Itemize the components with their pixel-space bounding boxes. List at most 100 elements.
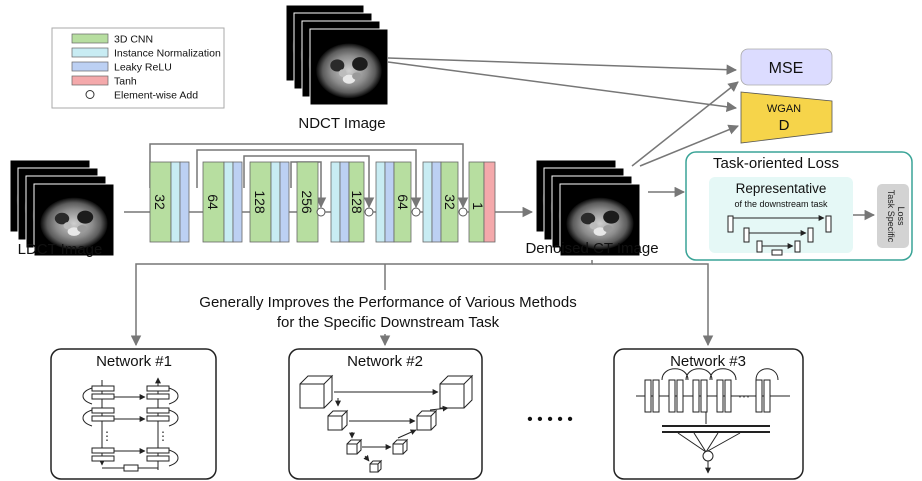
svg-text:⋮: ⋮ (101, 429, 113, 443)
arrow-ndct-to-wgan (387, 61, 738, 112)
arrow-denoised-to-mse (631, 81, 739, 167)
ct-organ (63, 222, 72, 230)
arrow-denoised-to-wgan (639, 124, 739, 167)
arrow-ndct-to-mse (387, 57, 738, 75)
layer-label-32-dec: 32 (442, 194, 458, 210)
legend-label-cnn: 3D CNN (114, 34, 153, 46)
layer-conv-32-dec (440, 161, 459, 243)
ct-organ (603, 210, 620, 224)
legend-swatch-lrelu (71, 61, 109, 72)
legend-label-inorm: Instance Normalization (114, 48, 221, 60)
network-3-diagram: ··· (636, 368, 790, 474)
network-1-diagram: ⋮ ⋮ (82, 377, 179, 472)
svg-text:⋮: ⋮ (157, 429, 169, 443)
network-2-title: Network #2 (347, 353, 423, 370)
layer-inorm-128-enc (270, 161, 281, 243)
arrow-to-network-3 (592, 263, 714, 347)
layer-lrelu-64-enc (232, 161, 243, 243)
ct-organ (342, 74, 356, 84)
network-3-title: Network #3 (670, 353, 746, 370)
layer-conv-128-dec (348, 161, 365, 243)
layer-label-256: 256 (299, 190, 315, 214)
legend-label-tanh: Tanh (114, 76, 137, 88)
representative-subtitle: of the downstream task (734, 199, 828, 209)
ct-organ (338, 69, 347, 77)
legend-swatch-tanh (71, 75, 109, 86)
layer-label-128-enc: 128 (252, 190, 268, 214)
network-2-card (288, 348, 483, 480)
caption-line-2: for the Specific Downstream Task (277, 314, 500, 331)
wgan-title: WGAN (767, 103, 801, 115)
ct-organ (67, 227, 81, 236)
legend-label-lrelu: Leaky ReLU (114, 62, 172, 74)
layer-label-32-enc: 32 (152, 194, 168, 210)
legend-add-icon (85, 90, 95, 99)
network-1-title: Network #1 (96, 353, 172, 370)
ct-body-cross-section (316, 43, 382, 99)
caption-line-1: Generally Improves the Performance of Va… (199, 294, 576, 311)
ct-organ (603, 225, 613, 233)
ndct-image-stack (285, 4, 389, 106)
add-node-1 (316, 207, 326, 217)
layer-label-64-dec: 64 (395, 194, 411, 210)
layer-tanh (483, 161, 496, 243)
legend-label-add: Element-wise Add (114, 90, 198, 102)
legend-swatch-cnn (71, 33, 109, 44)
ldct-label: LDCT Image (18, 241, 103, 258)
ct-organ (330, 59, 345, 72)
loss-arrows (387, 57, 739, 198)
skip-connection-3 (243, 155, 375, 209)
layer-lrelu-64-dec (384, 161, 395, 243)
ct-organ (77, 210, 94, 224)
network-1-card (50, 348, 217, 480)
layer-inorm-32-dec (422, 161, 433, 243)
ct-body-cross-section (40, 197, 108, 250)
task-specific-loss-box (877, 184, 909, 248)
layer-inorm-64-enc (223, 161, 234, 243)
ct-organ (589, 222, 598, 230)
layer-inorm-128-dec (330, 161, 341, 243)
ct-organ (352, 72, 362, 80)
mini-unet-icon (727, 215, 832, 256)
ct-organ (593, 227, 607, 236)
task-specific-label-line1: Task Specific (886, 190, 896, 243)
more-networks-ellipsis: • • • • • (527, 411, 573, 428)
wgan-d-label: D (779, 117, 790, 134)
representative-title: Representative (736, 181, 827, 196)
legend-swatch-inorm (71, 47, 109, 58)
layer-label-64-enc: 64 (205, 194, 221, 210)
layer-label-128-dec: 128 (349, 190, 365, 214)
ct-organ (77, 225, 87, 233)
add-node-4 (458, 207, 468, 217)
task-oriented-title: Task-oriented Loss (713, 155, 839, 172)
layer-lrelu-128-enc (279, 161, 290, 243)
ct-body-cross-section (566, 197, 634, 250)
layer-conv-64-dec (393, 161, 412, 243)
wgan-discriminator (740, 91, 833, 144)
layer-lrelu-32-enc (179, 161, 190, 243)
task-specific-label-line2: Loss (896, 206, 906, 226)
mse-loss-label: MSE (769, 60, 804, 77)
add-node-3 (411, 207, 421, 217)
ct-organ (54, 212, 70, 225)
layer-inorm-32-enc (170, 161, 181, 243)
layer-lrelu-128-dec (339, 161, 350, 243)
arrow-to-network-1 (130, 260, 593, 347)
ct-organ (580, 212, 596, 225)
layer-label-1: 1 (470, 202, 486, 210)
layer-inorm-64-dec (375, 161, 386, 243)
layer-lrelu-32-dec (431, 161, 442, 243)
ct-organ (352, 57, 368, 71)
add-node-2 (364, 207, 374, 217)
denoised-image-stack (535, 159, 641, 257)
denoised-label: Denoised CT Image (525, 240, 658, 257)
ldct-image-stack (9, 159, 115, 257)
layer-conv-256 (296, 161, 319, 243)
generator-network: 32 64 128 256 128 64 (124, 143, 534, 243)
skip-connection-2 (196, 149, 422, 209)
legend: 3D CNN Instance Normalization Leaky ReLU… (51, 27, 225, 109)
mse-loss-box (740, 48, 833, 86)
svg-text:···: ··· (738, 389, 750, 403)
ndct-label: NDCT Image (298, 115, 385, 132)
